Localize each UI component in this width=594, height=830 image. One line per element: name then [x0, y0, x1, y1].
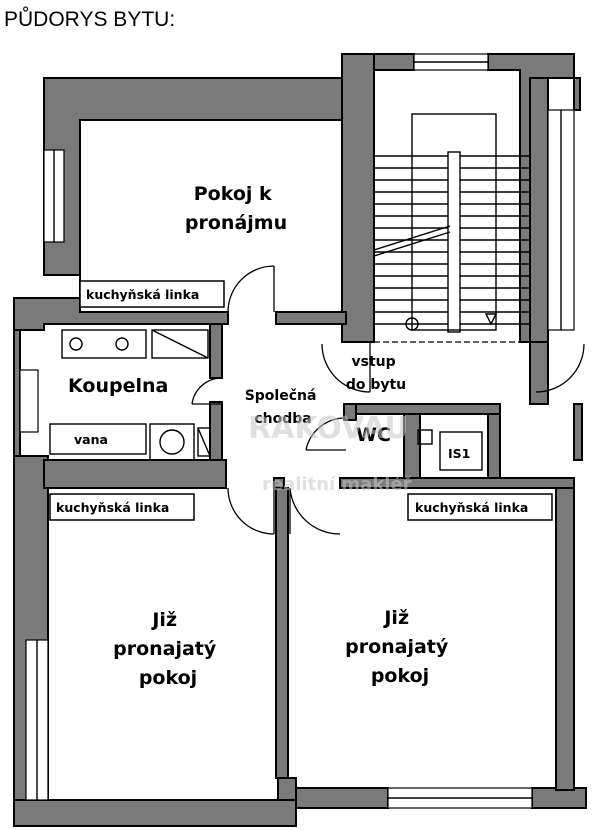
bathroom-fixtures	[49, 329, 483, 471]
watermark-line2: realitní makléř	[262, 474, 412, 495]
watermark: RAKOVAU realitní makléř	[248, 411, 412, 495]
watermark-line1: RAKOVAU	[248, 411, 409, 446]
hallway-label: Společná chodba	[245, 388, 322, 427]
shelf	[151, 329, 209, 359]
room-for-rent-label: Pokoj k pronájmu	[185, 183, 287, 234]
washing-machine	[149, 423, 195, 461]
double-sink	[61, 329, 147, 359]
entrance-label: vstup do bytu	[346, 354, 406, 393]
kitchen-label-bottom-right: kuchyňská linka	[415, 500, 528, 515]
bathtub	[49, 423, 147, 455]
rented-room-right-label: Již pronajatý pokoj	[345, 607, 455, 687]
is1-box	[439, 431, 483, 471]
kitchen-label-bottom-left: kuchyňská linka	[56, 500, 169, 515]
wc-basin	[417, 429, 433, 445]
doors	[191, 265, 585, 535]
bathtub-label: vana	[74, 432, 108, 447]
staircase	[373, 113, 530, 343]
window-bathroom	[19, 369, 39, 433]
wc-label: WC	[356, 424, 391, 446]
windows	[19, 53, 575, 809]
kitchen-label-top: kuchyňská linka	[86, 287, 199, 302]
plan-title: PŮDORYS BYTU:	[4, 7, 175, 31]
rented-room-left-label: Již pronajatý pokoj	[113, 609, 223, 689]
is1-label: IS1	[448, 446, 470, 461]
bathroom-label: Koupelna	[68, 375, 168, 397]
